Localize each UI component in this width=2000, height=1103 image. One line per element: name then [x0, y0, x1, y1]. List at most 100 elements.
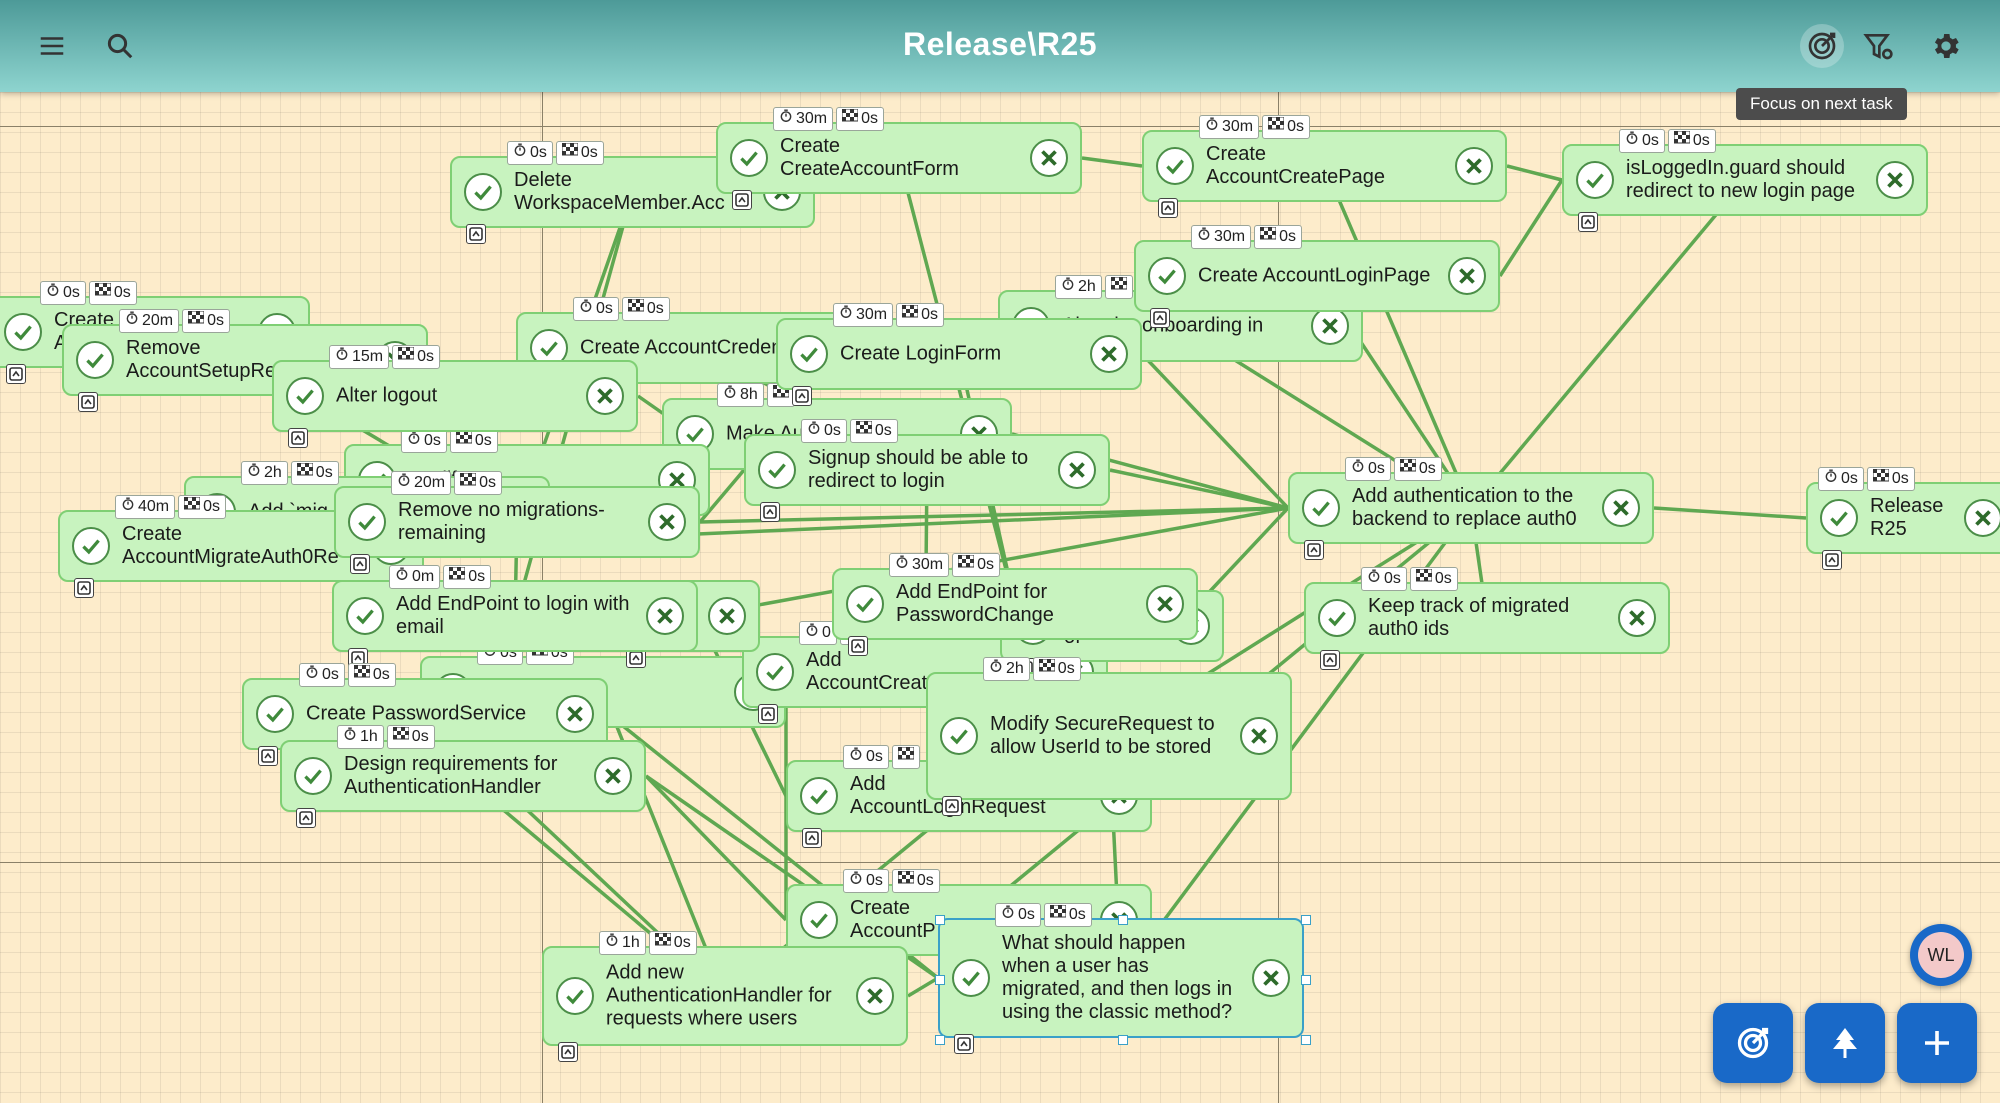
expand-icon[interactable] [78, 392, 98, 412]
remove-task-icon[interactable] [646, 597, 684, 635]
remove-task-icon[interactable] [1311, 307, 1349, 345]
complete-task-icon[interactable] [1576, 161, 1614, 199]
task-node[interactable]: What should happen when a user has migra… [935, 903, 1311, 1054]
task-node[interactable]: isLoggedIn.guard should redirect to new … [1562, 129, 1928, 232]
remove-task-icon[interactable] [1876, 161, 1914, 199]
remove-task-icon[interactable] [1030, 139, 1068, 177]
expand-icon[interactable] [942, 796, 962, 816]
complete-task-icon[interactable] [940, 717, 978, 755]
expand-icon[interactable] [558, 1042, 578, 1062]
remove-task-icon[interactable] [1618, 599, 1656, 637]
expand-icon[interactable] [1304, 540, 1324, 560]
remove-task-icon[interactable] [1448, 257, 1486, 295]
complete-task-icon[interactable] [790, 335, 828, 373]
focus-fab[interactable] [1713, 1003, 1793, 1083]
complete-task-icon[interactable] [1302, 489, 1340, 527]
settings-button[interactable] [1924, 24, 1968, 68]
expand-icon[interactable] [758, 704, 778, 724]
expand-icon[interactable] [954, 1034, 974, 1054]
complete-task-icon[interactable] [800, 901, 838, 939]
expand-icon[interactable] [1578, 212, 1598, 232]
complete-task-icon[interactable] [464, 173, 502, 211]
remove-task-icon[interactable] [1090, 335, 1128, 373]
expand-icon[interactable] [1158, 198, 1178, 218]
remove-task-icon[interactable] [1252, 959, 1290, 997]
resize-handle[interactable] [935, 915, 945, 925]
remove-task-icon[interactable] [1964, 499, 2000, 537]
user-avatar[interactable]: WL [1910, 924, 1972, 986]
resize-handle[interactable] [935, 1035, 945, 1045]
filter-button[interactable] [1856, 24, 1900, 68]
task-node[interactable]: Modify SecureRequest to allow UserId to … [926, 657, 1292, 816]
remove-task-icon[interactable] [708, 597, 746, 635]
complete-task-icon[interactable] [4, 313, 42, 351]
resize-handle[interactable] [935, 975, 945, 985]
task-canvas[interactable]: Create Authe0s0sAlter the onboarding in2… [0, 92, 2000, 1103]
expand-icon[interactable] [466, 224, 486, 244]
expand-icon[interactable] [1150, 308, 1170, 328]
add-fab[interactable] [1897, 1003, 1977, 1083]
expand-icon[interactable] [626, 648, 646, 668]
resize-handle[interactable] [1301, 1035, 1311, 1045]
expand-icon[interactable] [732, 190, 752, 210]
complete-task-icon[interactable] [346, 597, 384, 635]
complete-task-icon[interactable] [76, 341, 114, 379]
menu-button[interactable] [30, 24, 74, 68]
resize-handle[interactable] [1301, 915, 1311, 925]
search-button[interactable] [98, 24, 142, 68]
remove-task-icon[interactable] [648, 503, 686, 541]
remove-task-icon[interactable] [1455, 147, 1493, 185]
task-node[interactable]: Design requirements for AuthenticationHa… [280, 725, 646, 828]
complete-task-icon[interactable] [294, 757, 332, 795]
complete-task-icon[interactable] [730, 139, 768, 177]
complete-task-icon[interactable] [1156, 147, 1194, 185]
task-node[interactable]: Signup should be able to redirect to log… [744, 419, 1110, 522]
complete-task-icon[interactable] [1820, 499, 1858, 537]
complete-task-icon[interactable] [1148, 257, 1186, 295]
focus-next-task-button[interactable] [1800, 24, 1844, 68]
remove-task-icon[interactable] [1058, 451, 1096, 489]
remove-task-icon[interactable] [586, 377, 624, 415]
complete-task-icon[interactable] [286, 377, 324, 415]
complete-task-icon[interactable] [256, 695, 294, 733]
complete-task-icon[interactable] [72, 527, 110, 565]
expand-icon[interactable] [350, 554, 370, 574]
expand-icon[interactable] [6, 364, 26, 384]
task-node[interactable]: Add new AuthenticationHandler for reques… [542, 931, 908, 1062]
expand-icon[interactable] [802, 828, 822, 848]
complete-task-icon[interactable] [758, 451, 796, 489]
expand-icon[interactable] [258, 746, 278, 766]
resize-handle[interactable] [1118, 1035, 1128, 1045]
remove-task-icon[interactable] [594, 757, 632, 795]
expand-icon[interactable] [848, 636, 868, 656]
expand-icon[interactable] [288, 428, 308, 448]
expand-icon[interactable] [1822, 550, 1842, 570]
resize-handle[interactable] [1118, 915, 1128, 925]
remove-task-icon[interactable] [1602, 489, 1640, 527]
remove-task-icon[interactable] [1146, 585, 1184, 623]
complete-task-icon[interactable] [846, 585, 884, 623]
expand-icon[interactable] [1320, 650, 1340, 670]
task-node[interactable]: Add authentication to the backend to rep… [1288, 457, 1654, 560]
expand-icon[interactable] [74, 578, 94, 598]
remove-task-icon[interactable] [556, 695, 594, 733]
expand-icon[interactable] [760, 502, 780, 522]
resize-handle[interactable] [1301, 975, 1311, 985]
complete-task-icon[interactable] [1318, 599, 1356, 637]
complete-task-icon[interactable] [800, 777, 838, 815]
remove-task-icon[interactable] [1240, 717, 1278, 755]
expand-icon[interactable] [296, 808, 316, 828]
complete-task-icon[interactable] [952, 959, 990, 997]
expand-icon[interactable] [792, 386, 812, 406]
complete-task-icon[interactable] [348, 503, 386, 541]
